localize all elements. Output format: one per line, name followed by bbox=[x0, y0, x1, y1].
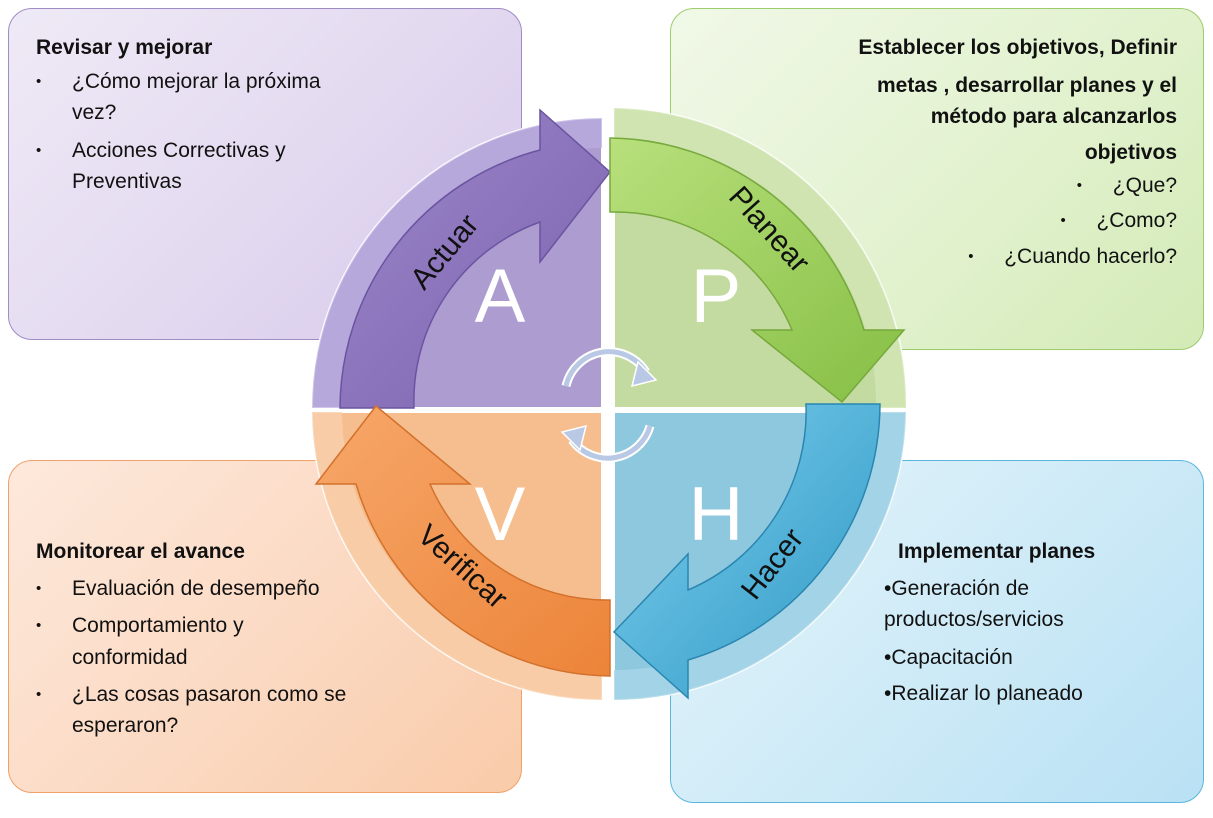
cycle-icon bbox=[560, 347, 658, 463]
planear-bullet-2: •¿Como? bbox=[1060, 205, 1177, 236]
planear-arrow bbox=[609, 137, 906, 404]
verificar-bullet-2: •Comportamiento y bbox=[36, 610, 244, 641]
verificar-bullet-3-cont: esperaron? bbox=[72, 714, 179, 737]
hacer-bullet-2: •Capacitación bbox=[884, 646, 1013, 669]
actuar-bullet-2: •Acciones Correctivas y bbox=[36, 135, 286, 166]
bullet-dot: • bbox=[36, 580, 42, 597]
planear-title-line-4: objetivos bbox=[1084, 141, 1177, 164]
planear-bullet-3: •¿Cuando hacerlo? bbox=[968, 241, 1177, 272]
hacer-bullet-3: •Realizar lo planeado bbox=[884, 682, 1083, 705]
verificar-bullet-2-cont: conformidad bbox=[72, 646, 188, 669]
bullet-dot: • bbox=[1060, 212, 1066, 229]
bullet-dot: • bbox=[36, 686, 42, 703]
hacer-title: Implementar planes bbox=[898, 540, 1096, 563]
letter-p: P bbox=[691, 254, 742, 339]
verificar-bullet-3: •¿Las cosas pasaron como se bbox=[36, 679, 346, 710]
actuar-title: Revisar y mejorar bbox=[36, 36, 213, 59]
planear-title-line-2: metas , desarrollar planes y el bbox=[877, 74, 1177, 97]
verificar-bullet-1: •Evaluación de desempeño bbox=[36, 573, 320, 604]
verificar-title: Monitorear el avance bbox=[36, 540, 245, 563]
actuar-bullet-1: •¿Cómo mejorar la próxima bbox=[36, 66, 321, 97]
bullet-dot: • bbox=[968, 248, 974, 265]
bullet-dot: • bbox=[36, 142, 42, 159]
actuar-arrow bbox=[339, 108, 612, 409]
letter-a: A bbox=[475, 254, 526, 339]
planear-title-line-1: Establecer los objetivos, Definir bbox=[858, 36, 1177, 59]
planear-bullet-1: •¿Que? bbox=[1077, 170, 1177, 201]
bullet-dot: • bbox=[1076, 177, 1083, 194]
hacer-arrow bbox=[612, 403, 881, 700]
letter-h: H bbox=[689, 472, 744, 557]
hacer-bullet-1: •Generación de bbox=[884, 577, 1030, 600]
letter-v: V bbox=[475, 472, 526, 557]
actuar-bullet-2-cont: Preventivas bbox=[72, 170, 182, 193]
bullet-dot: • bbox=[36, 617, 42, 634]
hacer-bullet-1-cont: productos/servicios bbox=[884, 608, 1064, 631]
planear-title-line-3: método para alcanzarlos bbox=[930, 105, 1177, 128]
actuar-bullet-1-cont: vez? bbox=[72, 101, 117, 124]
bullet-dot: • bbox=[36, 73, 42, 90]
verificar-arrow bbox=[314, 404, 611, 677]
